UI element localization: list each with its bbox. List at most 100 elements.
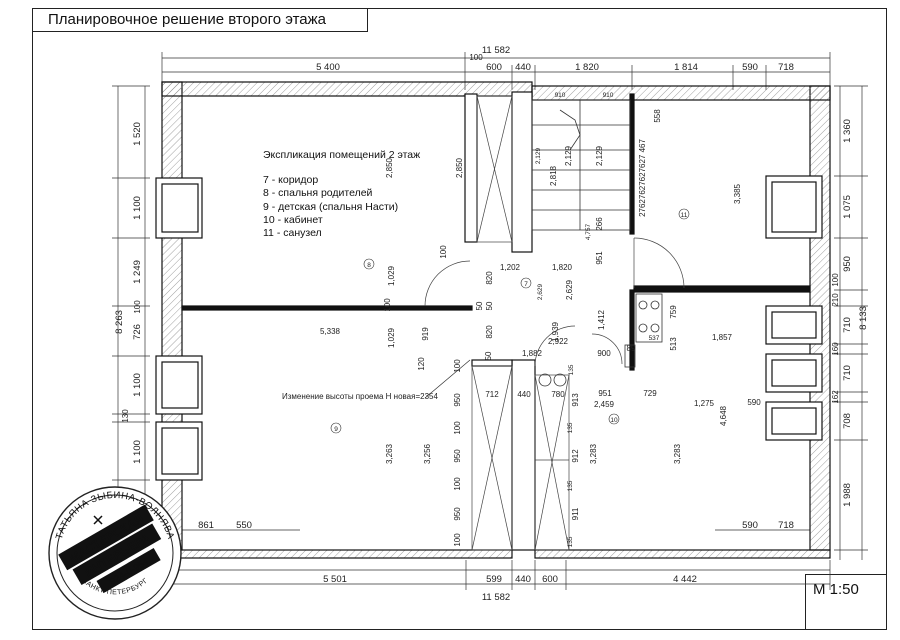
dim-text: 951: [595, 251, 604, 265]
dim-text: 951: [598, 389, 612, 398]
room-markers: [330, 208, 690, 434]
dim-text: 440: [515, 574, 531, 585]
dim-text: 513: [669, 337, 678, 351]
dim-text: 910: [603, 92, 614, 99]
dim-text: 162: [831, 390, 840, 404]
dim-text: 100: [469, 53, 483, 62]
dim-text: 950: [842, 256, 853, 272]
dim-text: 2,922: [548, 337, 569, 346]
dim-text: 8 133: [858, 306, 869, 330]
dim-text: 100: [453, 421, 462, 435]
dim-text: 100: [453, 533, 462, 547]
dim-text: 1 988: [842, 483, 853, 507]
dim-text: 100: [831, 273, 840, 287]
dim-text: 1 100: [132, 196, 143, 220]
dim-text: 100: [439, 245, 448, 259]
dim-text: 2,629: [537, 283, 544, 300]
dim-text: 50: [475, 301, 484, 310]
dim-text: 3,263: [385, 443, 394, 464]
left-dimensions: 1 520 1 100 1 249 100 726 1 100 130 1 10…: [114, 122, 143, 464]
dim-text: 130: [121, 409, 130, 423]
dim-text: 2,129: [535, 147, 542, 164]
scale-box: [805, 574, 887, 630]
dim-text: 11 582: [482, 45, 510, 56]
windows: [155, 175, 823, 481]
dim-text: 919: [421, 327, 430, 341]
designer-stamp: ТАТЬЯНА ЗЫБИНА-ВОЛНЯВА САНКТ-ПЕТЕРБУРГ М…: [48, 486, 182, 620]
room-number: 9: [334, 426, 338, 433]
dim-text: 820: [485, 271, 494, 285]
room-number: 7: [524, 281, 528, 288]
dim-text: 550: [236, 520, 252, 531]
dim-text: 912: [571, 449, 580, 463]
dim-text: 1,939: [551, 321, 560, 342]
dim-text: 5,338: [320, 327, 341, 336]
dim-text: 135: [567, 536, 574, 547]
dim-text: 590: [742, 520, 758, 531]
dim-text: 100: [383, 298, 392, 312]
dim-text: 3,283: [673, 443, 682, 464]
dim-text: 3,385: [733, 183, 742, 204]
dim-text: 590: [742, 62, 758, 73]
dim-text: 2,850: [455, 157, 464, 178]
dim-text: 100: [453, 477, 462, 491]
title-box: [32, 8, 368, 32]
dim-text: 1 100: [132, 440, 143, 464]
dim-text: 780: [551, 390, 565, 399]
dim-text: 759: [669, 305, 678, 319]
dim-text: 2,629: [565, 279, 574, 300]
dim-text: 1 520: [132, 122, 143, 146]
dim-text: 440: [515, 62, 531, 73]
dim-text: 1,882: [522, 349, 543, 358]
dim-text: 1 814: [674, 62, 698, 73]
dim-text: 820: [485, 325, 494, 339]
dim-text: 600: [486, 62, 502, 73]
dim-text: 726: [132, 324, 143, 340]
dim-text: 861: [198, 520, 214, 531]
dim-text: 50: [484, 351, 493, 360]
dim-text: 910: [555, 92, 566, 99]
right-dimensions: 1 360 1 075 950 100 210 710 160 710 162 …: [831, 119, 869, 507]
dim-text: 1,857: [712, 333, 733, 342]
sheet-title: Планировочное решение второго этажа: [48, 11, 326, 28]
dim-text: 599: [486, 574, 502, 585]
dim-text: 3,256: [423, 443, 432, 464]
dim-text: 440: [517, 390, 531, 399]
dim-text: 1,202: [500, 263, 521, 272]
dim-text: 5 501: [323, 574, 347, 585]
interior-dimensions: 2,850 2,850 1,029 1,029 5,338 100 100 91…: [105, 92, 794, 547]
dim-text: 11 582: [482, 592, 510, 603]
drawing-frame: [32, 8, 887, 630]
dim-text: 718: [778, 62, 794, 73]
dimension-lines: [112, 52, 868, 590]
dim-text: 2,129: [564, 145, 573, 166]
dim-text: 135: [567, 422, 574, 433]
room-number: 10: [610, 417, 618, 424]
dim-text: 729: [643, 389, 657, 398]
dim-text: 1 820: [575, 62, 599, 73]
dim-text: 2,129: [595, 145, 604, 166]
dim-text: 1,820: [552, 263, 573, 272]
dim-text: 950: [453, 507, 462, 521]
dim-text: 1,412: [597, 309, 606, 330]
stamp-cross-icon: [93, 515, 103, 525]
dim-text: 708: [842, 413, 853, 429]
wardrobes: [471, 95, 570, 551]
legend: Экспликация помещений 2 этаж 7 - коридор…: [263, 149, 420, 239]
scale-label: М 1:50: [813, 581, 859, 598]
dim-text: 2,850: [385, 157, 394, 178]
dim-text: 718: [778, 520, 794, 531]
dim-text: 950: [453, 449, 462, 463]
dim-text: 160: [831, 342, 840, 356]
dim-text: 135: [568, 364, 575, 375]
dim-text: 710: [842, 365, 853, 381]
dim-text: 1,029: [387, 327, 396, 348]
dim-text: 89: [627, 344, 636, 353]
note-leader: [424, 359, 471, 399]
top-dimensions: 11 582 100 5 400 600 440 1 820 1 814 590…: [316, 45, 794, 73]
dim-text: 50: [485, 301, 494, 310]
door-swings: [424, 237, 685, 367]
dim-text: 3,283: [589, 443, 598, 464]
